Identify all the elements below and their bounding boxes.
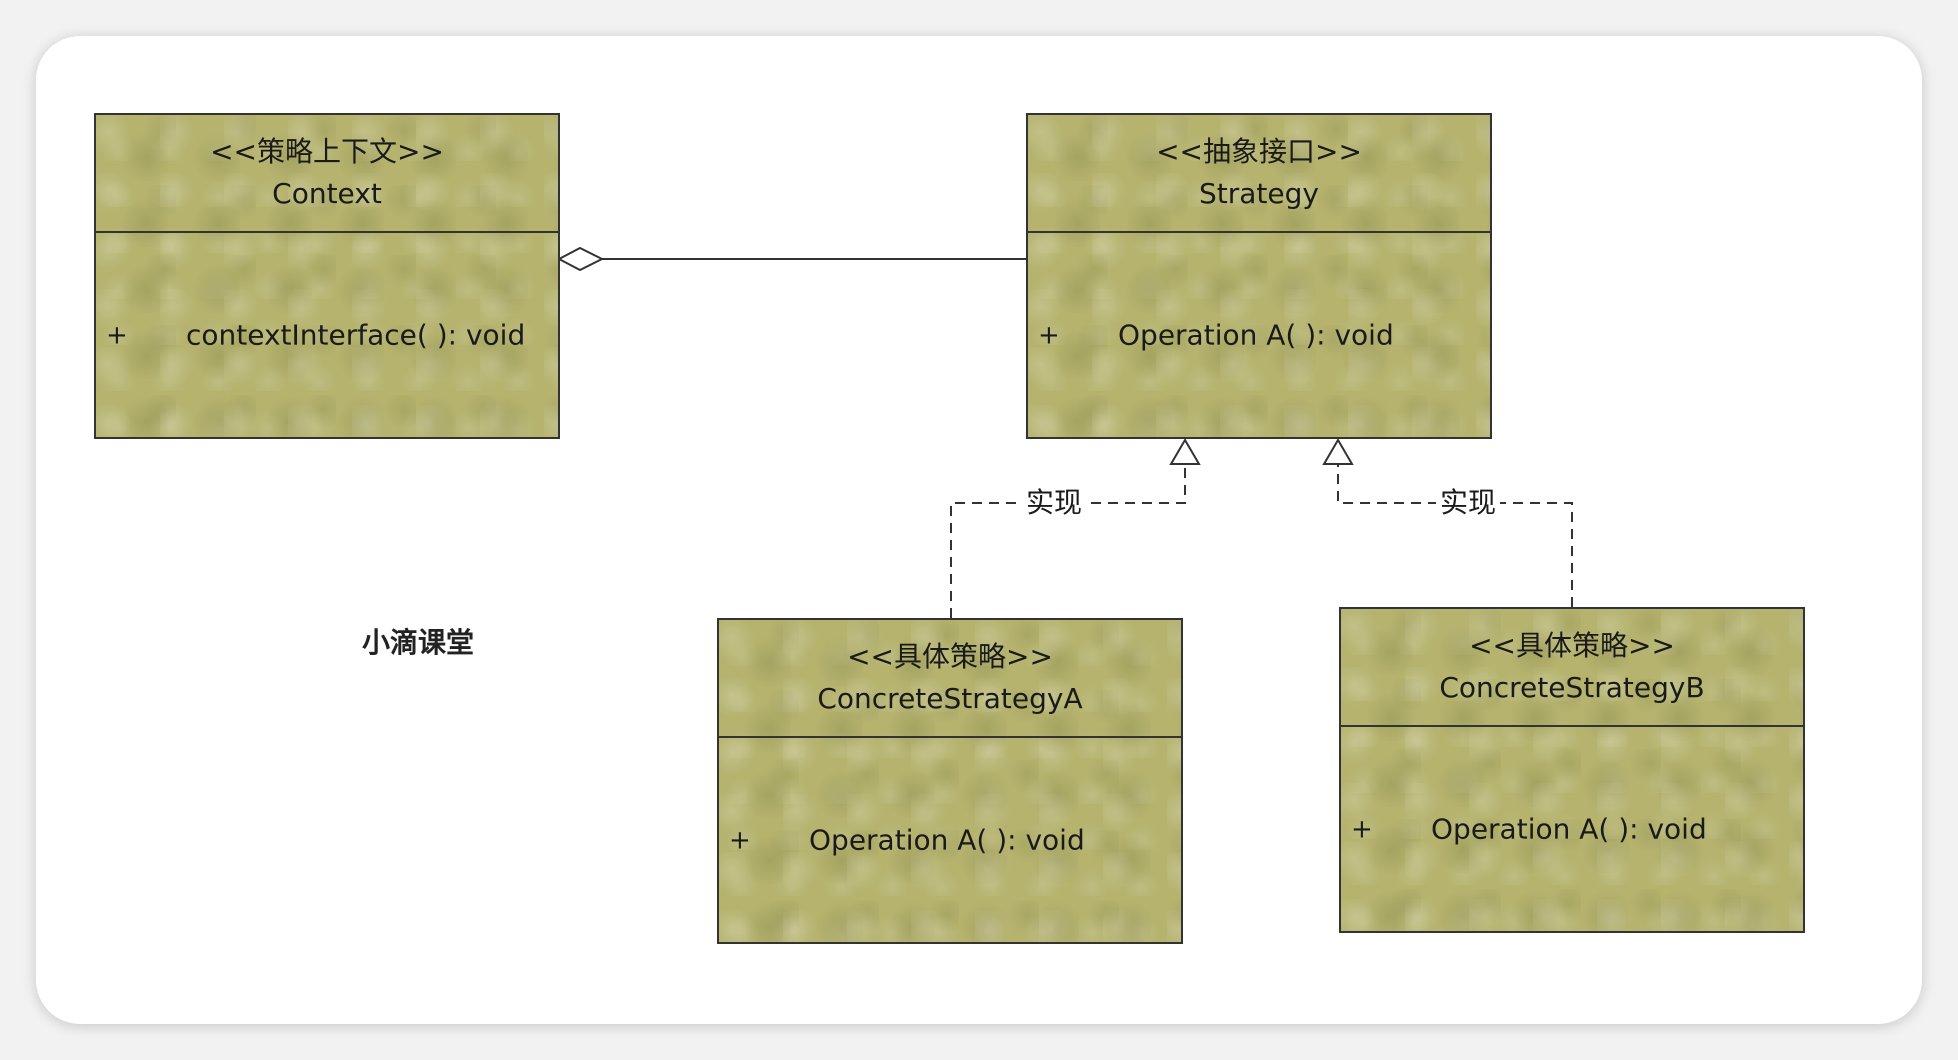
concrete-strategy-b-stereotype: <<具体策略>> [1469,629,1675,662]
context-class-body: + contextInterface( ): void [96,233,558,437]
concrete-strategy-b-method-signature: Operation A( ): void [1431,812,1707,846]
context-class[interactable]: <<策略上下文>> Context + contextInterface( ):… [94,113,560,439]
concrete-strategy-a-name: ConcreteStrategyA [817,682,1083,715]
context-class-name: Context [272,177,382,210]
concrete-strategy-b-method: + Operation A( ): void [1341,813,1803,846]
strategy-stereotype: <<抽象接口>> [1156,135,1362,168]
strategy-class-body: + Operation A( ): void [1028,233,1490,437]
concrete-strategy-b-method-visibility: + [1351,814,1373,844]
concrete-strategy-a-method-visibility: + [729,825,751,855]
context-method-visibility: + [106,320,128,350]
context-class-header: <<策略上下文>> Context [96,115,558,233]
strategy-class[interactable]: <<抽象接口>> Strategy + Operation A( ): void [1026,113,1492,439]
watermark-text: 小滴课堂 [362,626,475,659]
strategy-class-header: <<抽象接口>> Strategy [1028,115,1490,233]
strategy-method: + Operation A( ): void [1028,319,1490,352]
concrete-strategy-a-class[interactable]: <<具体策略>> ConcreteStrategyA + Operation A… [717,618,1183,944]
strategy-class-name: Strategy [1199,177,1319,210]
concrete-strategy-b-class[interactable]: <<具体策略>> ConcreteStrategyB + Operation A… [1339,607,1805,933]
concrete-strategy-b-name: ConcreteStrategyB [1439,671,1705,704]
concrete-strategy-b-body: + Operation A( ): void [1341,727,1803,931]
concrete-strategy-b-header: <<具体策略>> ConcreteStrategyB [1341,609,1803,727]
concrete-strategy-a-method: + Operation A( ): void [719,824,1181,857]
concrete-strategy-a-method-signature: Operation A( ): void [809,823,1085,857]
concrete-strategy-a-body: + Operation A( ): void [719,738,1181,942]
context-method: + contextInterface( ): void [96,319,558,352]
context-method-signature: contextInterface( ): void [186,318,526,352]
realization-a-label: 实现 [1022,487,1087,519]
strategy-method-signature: Operation A( ): void [1118,318,1394,352]
concrete-strategy-a-header: <<具体策略>> ConcreteStrategyA [719,620,1181,738]
context-stereotype: <<策略上下文>> [210,135,444,168]
concrete-strategy-a-stereotype: <<具体策略>> [847,640,1053,673]
strategy-method-visibility: + [1038,320,1060,350]
realization-b-label: 实现 [1436,487,1501,519]
